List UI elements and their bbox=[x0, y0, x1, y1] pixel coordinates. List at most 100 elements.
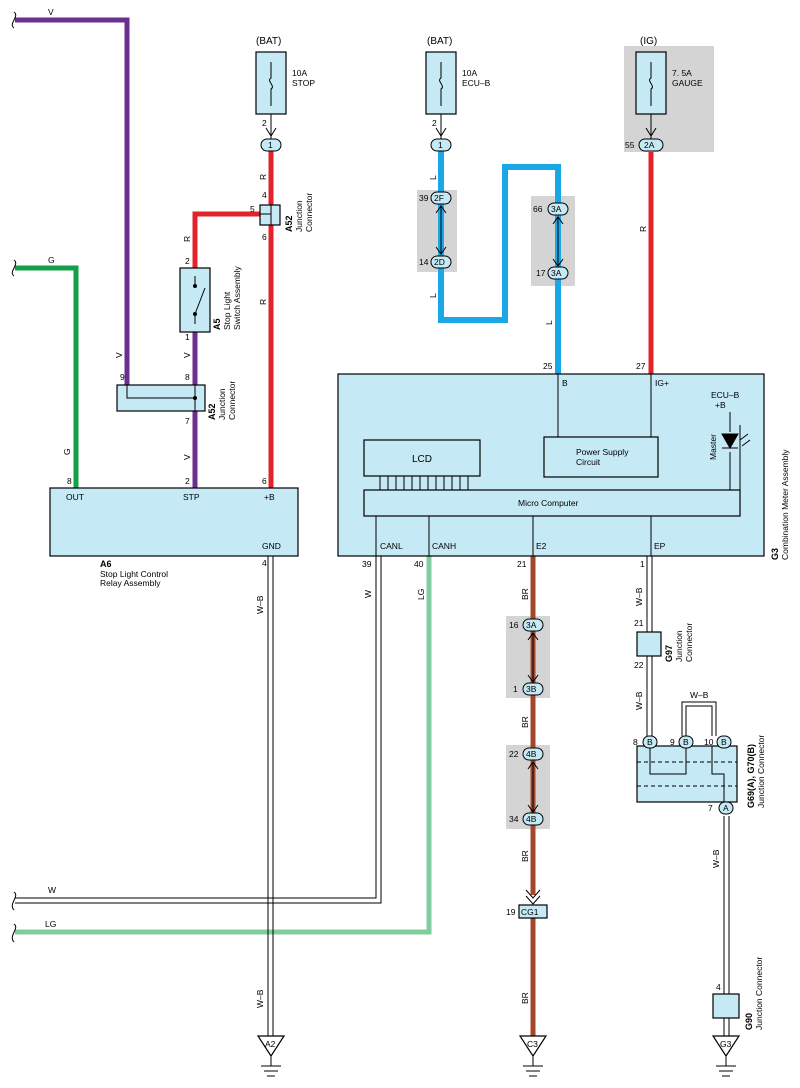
svg-text:G: G bbox=[62, 448, 72, 455]
wire-lg bbox=[15, 556, 432, 935]
svg-text:A2: A2 bbox=[265, 1039, 276, 1049]
a6-name-2: Relay Assembly bbox=[100, 578, 161, 588]
fuse-gauge-arrow bbox=[645, 114, 657, 140]
pin-14: 14 bbox=[419, 257, 429, 267]
a6-relay bbox=[49, 487, 299, 557]
conn-3a-bottom bbox=[547, 266, 569, 280]
pin-16: 16 bbox=[509, 620, 519, 630]
pin-2-stop: 2 bbox=[262, 118, 267, 128]
conn-b-10-label: B bbox=[721, 737, 727, 747]
svg-text:A52: A52 bbox=[284, 215, 294, 232]
conn-b-8 bbox=[642, 735, 658, 749]
conn-b-10 bbox=[716, 735, 732, 749]
pin-39: 39 bbox=[362, 559, 372, 569]
svg-text:L: L bbox=[428, 293, 438, 298]
fuse-gauge-amp: 7. 5A bbox=[672, 68, 692, 78]
wire-w-a bbox=[15, 556, 377, 899]
svg-text:BR: BR bbox=[520, 716, 530, 728]
conn-2f bbox=[430, 191, 452, 205]
wire-label-g: G bbox=[62, 448, 72, 455]
break-mark-lg bbox=[11, 923, 17, 943]
a6-bplus: +B bbox=[264, 492, 275, 502]
conn-3a-3b-arrow bbox=[527, 632, 539, 683]
g3-ep: EP bbox=[654, 541, 666, 551]
fuse-ecub-element bbox=[439, 62, 443, 106]
a52-mid-inner bbox=[126, 385, 196, 411]
conn-b-9 bbox=[678, 735, 694, 749]
svg-text:G3: G3 bbox=[720, 1039, 732, 1049]
conn-1-stop bbox=[260, 138, 282, 152]
g3-ecub-1: ECU–B bbox=[711, 390, 740, 400]
wire-label-r-3: R bbox=[258, 299, 268, 305]
wire-label-l-1: L bbox=[428, 175, 438, 180]
svg-text:A5: A5 bbox=[212, 318, 222, 330]
pin-55: 55 bbox=[625, 140, 635, 150]
pin-22-br: 22 bbox=[509, 749, 519, 759]
svg-text:Connector: Connector bbox=[227, 381, 237, 420]
wire-label-wb-5: W–B bbox=[711, 849, 721, 868]
conn-4b-top bbox=[522, 747, 544, 761]
conn-4b-bottom bbox=[522, 812, 544, 826]
svg-text:Switch Assembly: Switch Assembly bbox=[232, 265, 242, 330]
svg-text:G69(A), G70(B): G69(A), G70(B) bbox=[746, 744, 756, 808]
svg-text:R: R bbox=[638, 226, 648, 232]
wire-label-wb-3: W–B bbox=[634, 587, 644, 606]
fuse-ecub-amp: 10A bbox=[462, 68, 477, 78]
g69-label: G69(A), G70(B) Junction Connector bbox=[746, 735, 766, 808]
pin-25: 25 bbox=[543, 361, 553, 371]
break-mark-v bbox=[11, 11, 17, 29]
conn-3a-br-label: 3A bbox=[526, 620, 537, 630]
svg-text:L: L bbox=[544, 320, 554, 325]
conn-4b-4b-arrow bbox=[527, 761, 539, 813]
wire-label-r-1: R bbox=[258, 174, 268, 180]
a6-stp: STP bbox=[183, 492, 200, 502]
pin-4: 4 bbox=[262, 190, 267, 200]
svg-text:W–B: W–B bbox=[255, 595, 265, 614]
conn-2a bbox=[638, 138, 664, 152]
pin-1-a5: 1 bbox=[185, 332, 190, 342]
svg-text:R: R bbox=[258, 174, 268, 180]
wire-label-wb-loop: W–B bbox=[690, 690, 709, 700]
a52-mid-label: A52 Junction Connector bbox=[207, 381, 237, 420]
pin-22-g97: 22 bbox=[634, 660, 644, 670]
g3-psc-2: Circuit bbox=[576, 457, 601, 467]
conn-4b-bottom-label: 4B bbox=[526, 814, 537, 824]
conn-b-9-label: B bbox=[683, 737, 689, 747]
bat-label-1: (BAT) bbox=[256, 36, 281, 47]
a52-top-inner bbox=[260, 205, 272, 225]
fuse-stop-arrow bbox=[265, 114, 277, 140]
svg-text:BR: BR bbox=[520, 588, 530, 600]
svg-text:C3: C3 bbox=[527, 1039, 538, 1049]
pin-8-a6: 8 bbox=[67, 476, 72, 486]
svg-text:V: V bbox=[182, 352, 192, 358]
pin-39-l: 39 bbox=[419, 193, 429, 203]
pin-1-br: 1 bbox=[513, 684, 518, 694]
a6-code: A6 bbox=[100, 559, 112, 569]
conn-3b-label: 3B bbox=[526, 684, 537, 694]
pin-6-a52: 6 bbox=[262, 232, 267, 242]
pin-9-g69: 9 bbox=[670, 737, 675, 747]
g3-master: Master bbox=[708, 434, 718, 460]
conn-4b-top-label: 4B bbox=[526, 749, 537, 759]
conn-3a-bottom-label: 3A bbox=[551, 268, 562, 278]
pin-66: 66 bbox=[533, 204, 543, 214]
fuse-gauge-name: GAUGE bbox=[672, 78, 703, 88]
g3-canh: CANH bbox=[432, 541, 456, 551]
wire-label-wb-1: W–B bbox=[255, 595, 265, 614]
wire-label-br-3: BR bbox=[520, 850, 530, 862]
pin-21-g3: 21 bbox=[517, 559, 527, 569]
wire-label-lg-v: LG bbox=[416, 589, 426, 600]
svg-text:A52: A52 bbox=[207, 403, 217, 420]
ground-a2: A2 bbox=[256, 1035, 286, 1077]
g90-junction bbox=[712, 993, 740, 1019]
pin-7-a52: 7 bbox=[185, 416, 190, 426]
led-rays-icon bbox=[739, 433, 751, 447]
fuse-stop-element bbox=[269, 62, 273, 106]
conn-1-ecub bbox=[430, 138, 452, 152]
a6-gnd: GND bbox=[262, 541, 281, 551]
g3-micro-label: Micro Computer bbox=[518, 498, 579, 508]
g3-lcd-pins bbox=[379, 476, 469, 490]
conn-3a-br bbox=[522, 618, 544, 632]
svg-text:BR: BR bbox=[520, 850, 530, 862]
g97-label: G97 Junction Connector bbox=[664, 623, 694, 662]
